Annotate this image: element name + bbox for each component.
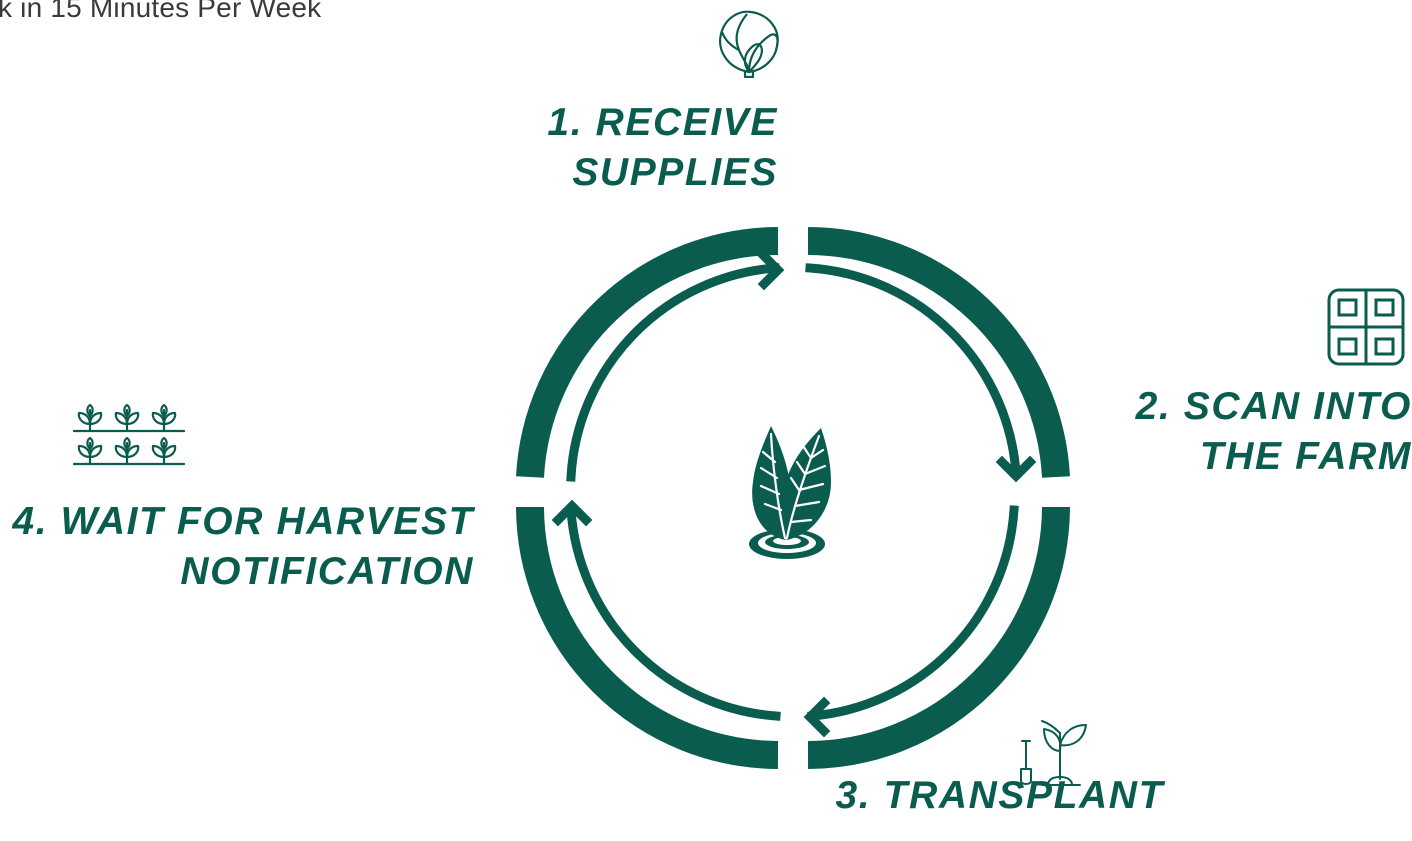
outer-ring-segment-2	[807, 227, 1070, 478]
step-3-label: 3. TRANSPLANT	[836, 771, 1164, 821]
page-subtitle: k in 15 Minutes Per Week	[0, 0, 322, 23]
crop-rows-icon	[72, 404, 186, 466]
step-2-label: 2. SCAN INTO THE FARM	[1136, 382, 1412, 482]
seedling-shovel-icon	[1020, 720, 1087, 786]
arrow-arc-1	[566, 263, 780, 482]
step-4-label: 4. WAIT FOR HARVEST NOTIFICATION	[12, 497, 474, 597]
outer-ring-segment-4	[516, 506, 779, 769]
outer-ring-segment-3	[807, 506, 1070, 769]
step-3-line-1: 3. TRANSPLANT	[835, 774, 1164, 817]
arrowhead-4	[551, 499, 593, 527]
step-1-line-2: SUPPLIES	[572, 151, 778, 194]
step-1-label: 1. RECEIVE SUPPLIES	[547, 98, 778, 198]
lettuce-icon	[719, 10, 779, 78]
arrowhead-1	[757, 249, 785, 291]
step-2-line-2: THE FARM	[1199, 435, 1412, 478]
step-2-line-1: 2. SCAN INTO	[1135, 385, 1412, 428]
arrowhead-2	[995, 455, 1037, 483]
step-4-line-1: 4. WAIT FOR HARVEST	[12, 500, 474, 543]
leaves-logo-icon	[749, 426, 831, 559]
arrow-arc-4	[566, 505, 781, 721]
arrow-arc-3	[807, 505, 1019, 721]
step-1-line-1: 1. RECEIVE	[547, 101, 778, 144]
qr-code-icon	[1327, 288, 1405, 366]
outer-ring-segment-1	[516, 227, 779, 478]
arrowhead-3	[803, 696, 831, 738]
step-4-line-2: NOTIFICATION	[180, 550, 474, 593]
arrow-arc-2	[805, 263, 1021, 478]
